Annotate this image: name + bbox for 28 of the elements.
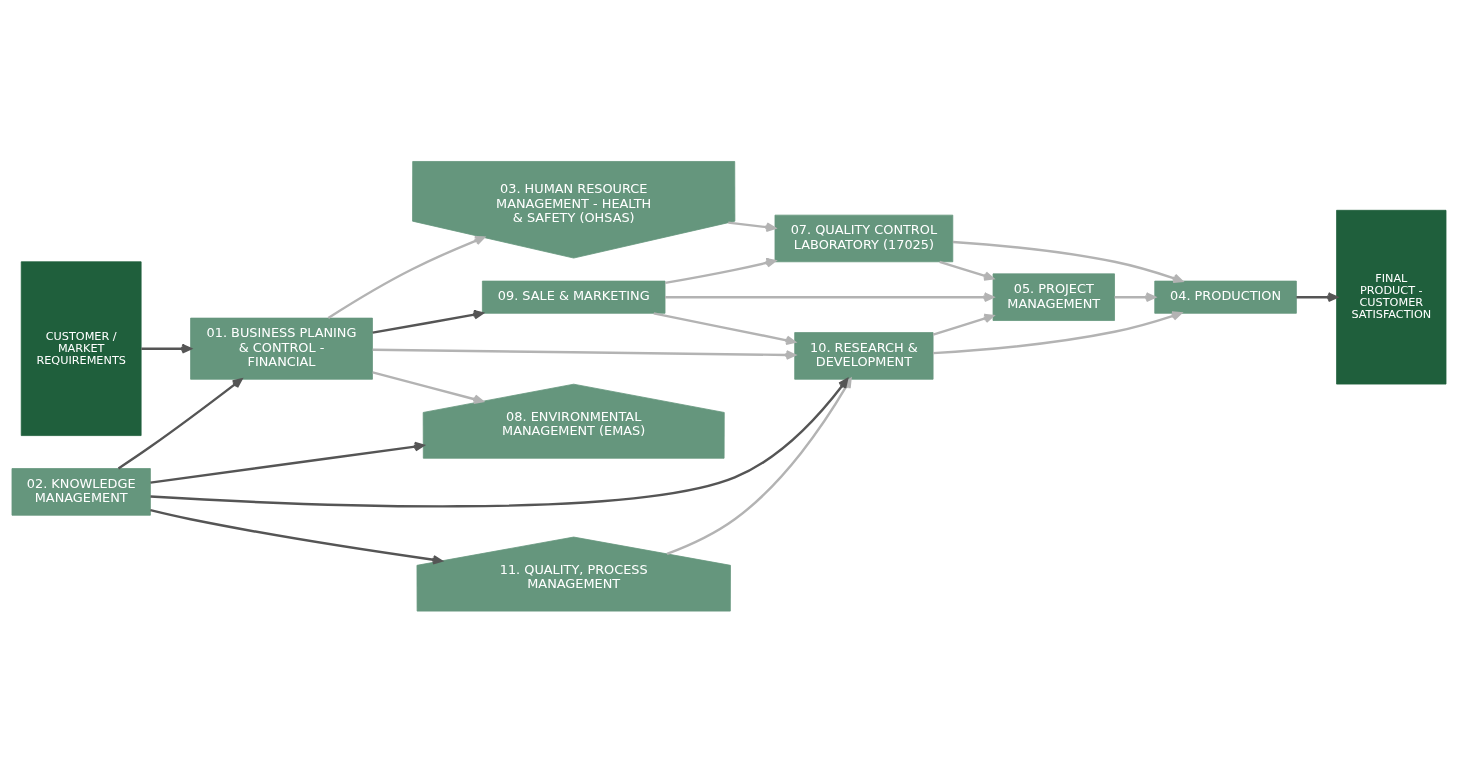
arrow — [372, 348, 796, 360]
arrow — [372, 370, 484, 404]
node-box: 07. QUALITY CONTROL LABORATORY (17025) — [774, 214, 954, 262]
node-box: 09. SALE & MARKETING — [482, 280, 666, 314]
node-box: 02. KNOWLEDGE MANAGEMENT — [11, 467, 151, 516]
arrow — [1114, 291, 1156, 302]
arrow — [933, 310, 1182, 354]
arrow — [932, 313, 995, 336]
arrow — [665, 291, 994, 302]
arrow — [141, 343, 192, 353]
arrow — [150, 441, 425, 484]
arrow — [150, 508, 443, 565]
arrow — [117, 377, 243, 469]
arrow — [728, 220, 776, 232]
node-box: CUSTOMER / MARKET REQUIREMENTS — [20, 260, 142, 436]
arrow — [653, 311, 796, 345]
arrow — [952, 240, 1184, 283]
arrow — [372, 309, 484, 334]
arrow — [1296, 291, 1338, 302]
node-box: 10. RESEARCH & DEVELOPMENT — [794, 331, 934, 380]
node-box: 04. PRODUCTION — [1154, 280, 1297, 314]
arrow — [939, 260, 994, 281]
node-box: 01. BUSINESS PLANING & CONTROL - FINANCIAL — [190, 317, 373, 380]
node-box: 05. PROJECT MANAGEMENT — [992, 272, 1115, 321]
arrow — [665, 257, 777, 284]
arrow — [327, 235, 485, 319]
node-box: FINAL PRODUCT - CUSTOMER SATISFACTION — [1336, 209, 1447, 384]
arrow — [150, 377, 849, 508]
